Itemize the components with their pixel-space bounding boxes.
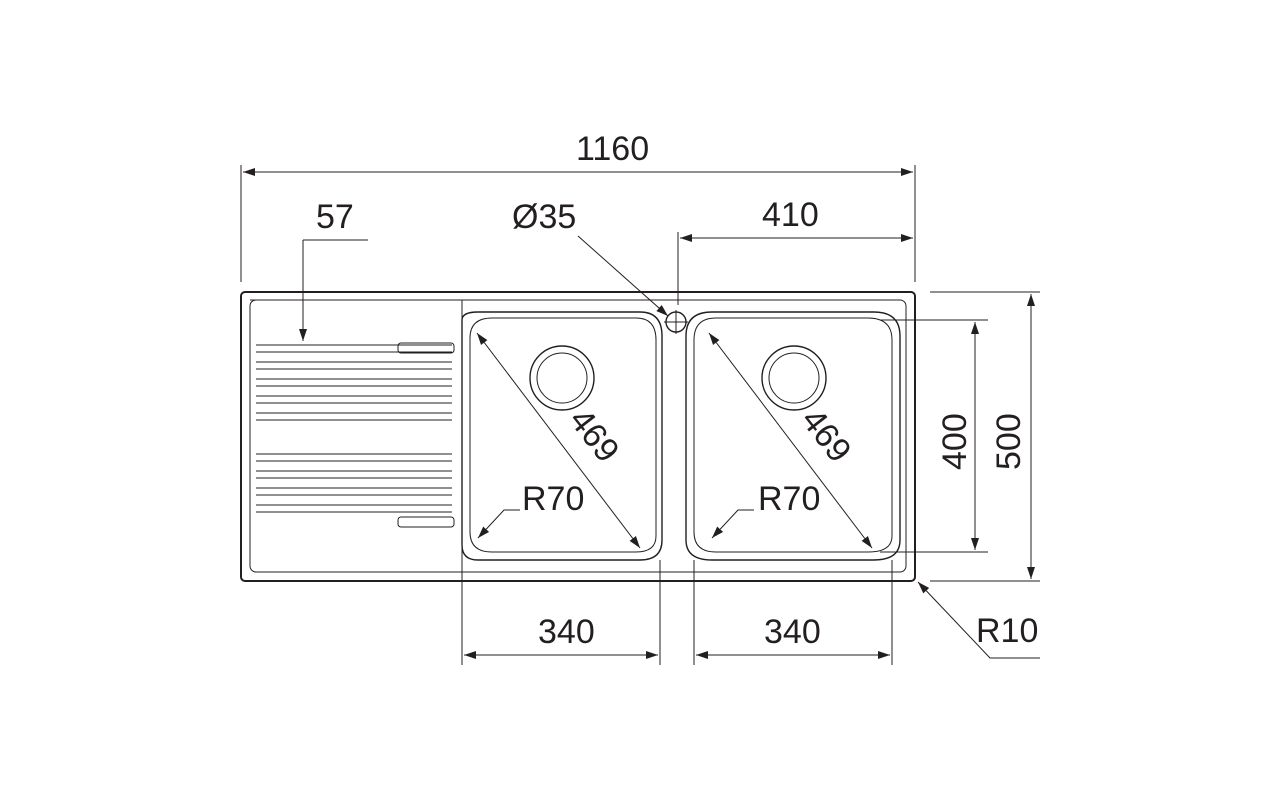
dim-right-bowl-offset: 410 [677, 196, 913, 305]
dim-left-bowl-width: 340 [461, 560, 661, 665]
tap-hole [664, 310, 688, 334]
label-left-diagonal: 469 [562, 402, 627, 470]
label-corner-radius: R10 [976, 612, 1038, 650]
label-drainer-offset: 57 [316, 198, 354, 236]
dim-overall-depth: 500 [930, 291, 1040, 582]
label-right-bowl-offset: 410 [762, 196, 819, 234]
sink-outline [240, 291, 916, 582]
dim-left-radius: R70 [477, 480, 584, 539]
label-bowl-depth: 400 [936, 413, 974, 470]
drainer-ribs [256, 344, 452, 513]
label-right-diagonal: 469 [794, 402, 859, 470]
label-overall-width: 1160 [576, 130, 649, 168]
dim-right-bowl-width: 340 [693, 560, 893, 665]
left-drain-inner [536, 352, 588, 404]
dim-overall-width: 1160 [240, 130, 916, 282]
label-tap-hole: Ø35 [512, 198, 576, 236]
label-right-bowl-width: 340 [764, 613, 821, 651]
drainer-tab-bottom [397, 516, 455, 528]
dim-bowl-depth: 400 [880, 319, 988, 553]
label-overall-depth: 500 [990, 413, 1028, 470]
label-left-bowl-width: 340 [538, 613, 595, 651]
right-drain-outer [761, 345, 827, 411]
drainer-tab-top [397, 342, 455, 354]
label-right-radius: R70 [758, 480, 820, 518]
drainer-board [250, 299, 463, 572]
right-bowl [685, 311, 901, 561]
dim-drainer-offset: 57 [299, 198, 368, 341]
right-drain-inner [768, 352, 820, 404]
dim-tap-hole: Ø35 [512, 198, 669, 317]
dim-corner-radius: R10 [917, 581, 1040, 659]
label-left-radius: R70 [522, 480, 584, 518]
left-drain-outer [529, 345, 595, 411]
dim-right-radius: R70 [711, 480, 820, 539]
